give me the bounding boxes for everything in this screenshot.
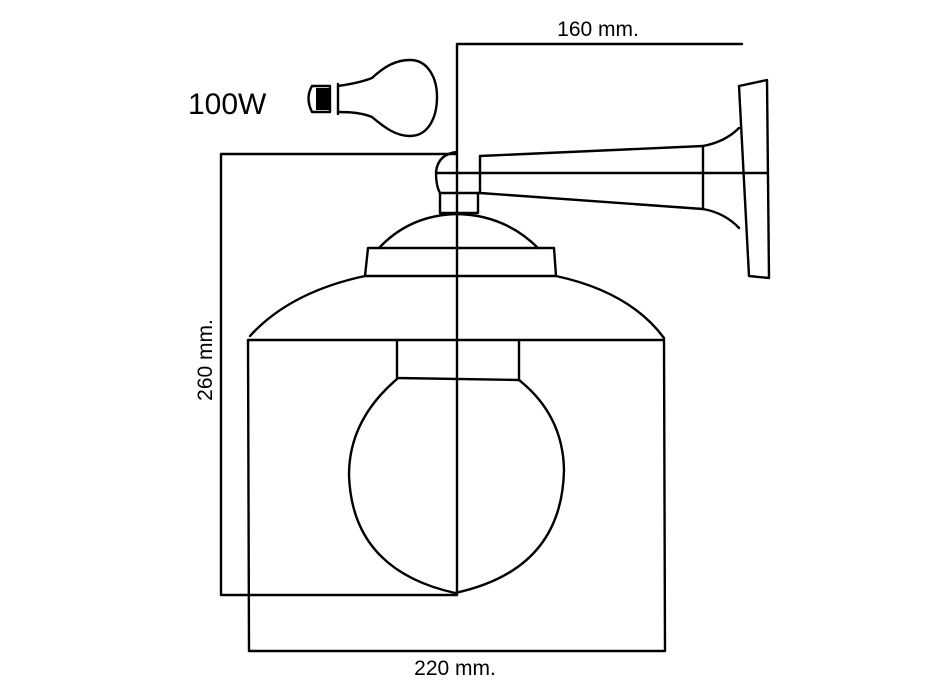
bulb-thread-icon xyxy=(316,88,330,110)
lamp-collar xyxy=(363,246,558,278)
width-dimension-label: 220 mm. xyxy=(414,657,496,680)
height-dimension-label: 260 mm. xyxy=(194,319,217,401)
light-bulb-icon xyxy=(307,58,439,138)
lamp-shade-right xyxy=(554,274,666,340)
lamp-dome xyxy=(377,212,540,250)
lamp-shade-left xyxy=(248,274,367,338)
projection-dimension: 160 mm. xyxy=(456,18,744,46)
bracket-knuckle xyxy=(434,150,482,195)
glass-globe xyxy=(347,377,566,595)
bulb-wattage-label: 100W xyxy=(188,88,267,121)
lamp-head xyxy=(248,212,666,595)
projection-dimension-label: 160 mm. xyxy=(557,18,639,41)
lamp-socket xyxy=(395,338,521,382)
width-dimension-line xyxy=(246,338,667,653)
height-dimension: 260 mm. xyxy=(194,152,459,597)
height-dimension-line xyxy=(219,152,459,597)
wall-plate xyxy=(737,78,771,280)
width-dimension: 220 mm. xyxy=(246,338,667,680)
wall-bracket xyxy=(434,78,771,280)
